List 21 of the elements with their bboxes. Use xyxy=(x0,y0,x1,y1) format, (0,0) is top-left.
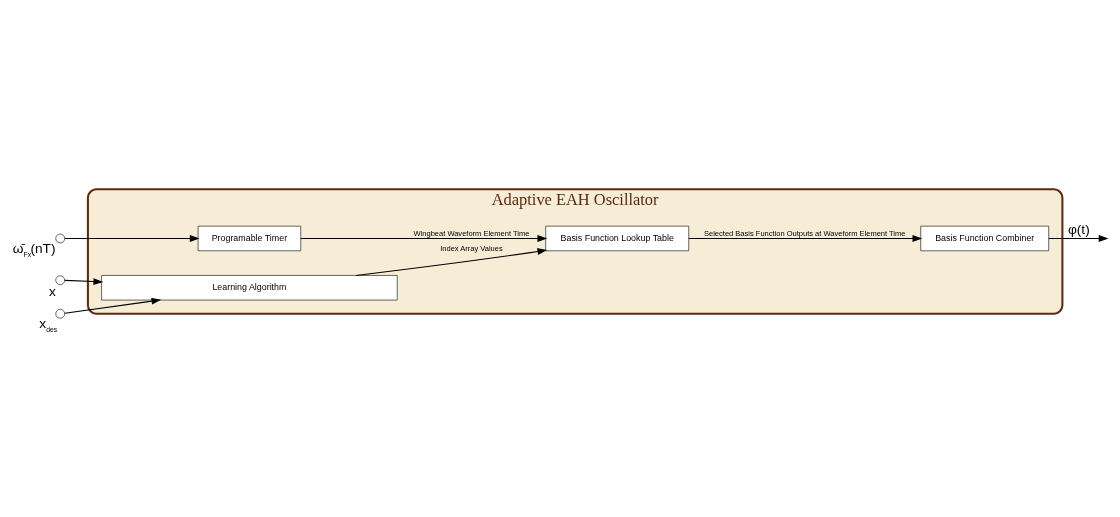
arrow xyxy=(300,235,548,242)
node-label: x$_{des}$ xyxy=(39,316,58,333)
edge-label: φ(t) xyxy=(1067,222,1090,238)
edge-label: Selected Basis Function Outputs at Waveform Element Time xyxy=(704,229,906,239)
node-circle xyxy=(55,275,65,285)
arrow xyxy=(64,297,162,314)
node-label: ω̄$_{Fx}$(nT) xyxy=(12,241,56,258)
edge-label: Index Array Values xyxy=(440,243,503,253)
arrow xyxy=(64,278,104,285)
node-circle xyxy=(55,308,65,319)
node-label: x xyxy=(48,283,56,299)
node-box: Programable Timer xyxy=(197,225,302,252)
node-box: Learning Algorithm xyxy=(101,275,398,301)
edge-label: Wingbeat Waveform Element Time xyxy=(413,229,530,239)
arrow xyxy=(688,235,923,242)
arrow xyxy=(1048,235,1109,242)
arrow xyxy=(355,248,548,276)
node-box: Basis Function Lookup Table xyxy=(545,225,690,252)
node-circle xyxy=(55,233,65,244)
arrow xyxy=(64,235,200,242)
node-box: Basis Function Combiner xyxy=(920,225,1050,252)
